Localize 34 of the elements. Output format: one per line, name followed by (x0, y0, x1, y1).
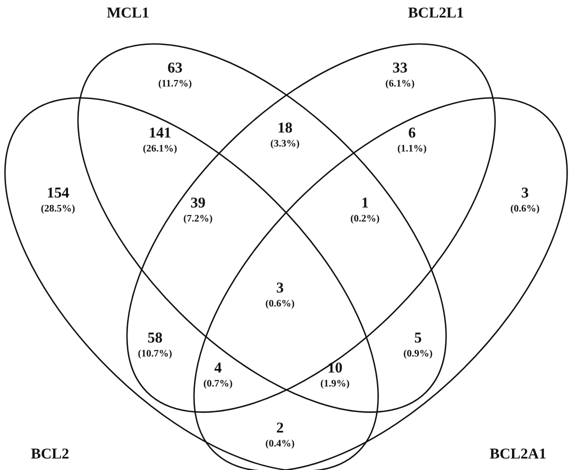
region-percentage: (7.2%) (183, 214, 213, 224)
set-label: BCL2L1 (408, 6, 464, 22)
region-count: 18 (278, 120, 292, 138)
region-percentage: (10.7%) (138, 348, 172, 360)
set-label: BCL2A1 (490, 446, 546, 464)
region-percentage: (3.3%) (270, 138, 300, 150)
region-percentage: (0.2%) (350, 214, 380, 224)
region-count: 39 (190, 196, 206, 212)
region-count: 63 (168, 60, 182, 78)
region-count: 3 (521, 186, 529, 202)
region-percentage: (0.7%) (203, 378, 233, 390)
region-count: 33 (392, 60, 408, 78)
region-count: 1 (361, 196, 369, 212)
region-count: 10 (328, 360, 342, 378)
region-count: 6 (408, 126, 416, 142)
region-count: 154 (46, 186, 70, 202)
region-percentage: (26.1%) (142, 144, 178, 154)
region-percentage: (0.6%) (510, 204, 540, 214)
set-label: BCL2 (30, 446, 70, 464)
region-percentage: (6.1%) (385, 78, 415, 90)
region-percentage: (11.7%) (158, 78, 192, 90)
region-percentage: (0.4%) (265, 438, 295, 450)
region-percentage: (0.9%) (403, 348, 433, 360)
region-percentage: (1.9%) (320, 378, 350, 390)
region-count: 141 (148, 126, 172, 142)
region-percentage: (28.5%) (40, 204, 76, 214)
region-count: 2 (276, 420, 284, 438)
region-count: 3 (276, 280, 284, 298)
region-count: 5 (414, 330, 422, 348)
region-percentage: (1.1%) (397, 144, 427, 154)
region-count: 4 (214, 360, 222, 378)
region-count: 58 (148, 330, 162, 348)
set-label: MCL1 (106, 6, 150, 22)
region-percentage: (0.6%) (265, 298, 295, 310)
